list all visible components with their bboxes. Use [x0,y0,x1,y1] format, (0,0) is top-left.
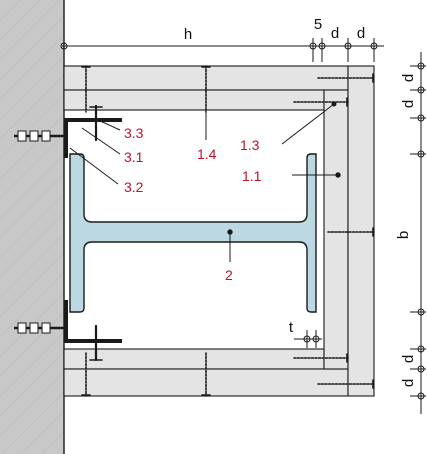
callout-3-3: 3.3 [124,125,144,141]
screws [81,65,375,397]
leader-lines [69,101,341,262]
board-right-inner [323,89,349,370]
dim-d-right-bottom-2: d [400,379,417,387]
dim-d-right-top-1: d [400,74,417,82]
dim-d-right-top-2: d [400,100,417,108]
board-bottom-inner [63,348,325,370]
dim-d-top-1: d [331,25,339,42]
board-right-outer [347,65,375,397]
dim-5: 5 [314,16,322,33]
callout-3-2: 3.2 [124,179,144,195]
dim-d-right-bottom-1: d [400,355,417,363]
dim-h: h [184,26,192,43]
steel-i-beam [69,153,317,313]
callout-1-3: 1.3 [240,137,260,153]
wall [0,0,65,454]
callout-1-4: 1.4 [197,146,217,162]
board-top-inner [63,89,325,111]
callout-2: 2 [225,267,233,283]
dim-d-top-2: d [357,25,365,42]
dimension-lines [60,6,426,414]
callout-3-1: 3.1 [124,149,144,165]
callout-1-1: 1.1 [242,168,262,184]
dim-b: b [395,231,412,239]
dim-t: t [289,319,294,336]
steel-angles [64,118,122,343]
wall-anchors [14,130,64,334]
